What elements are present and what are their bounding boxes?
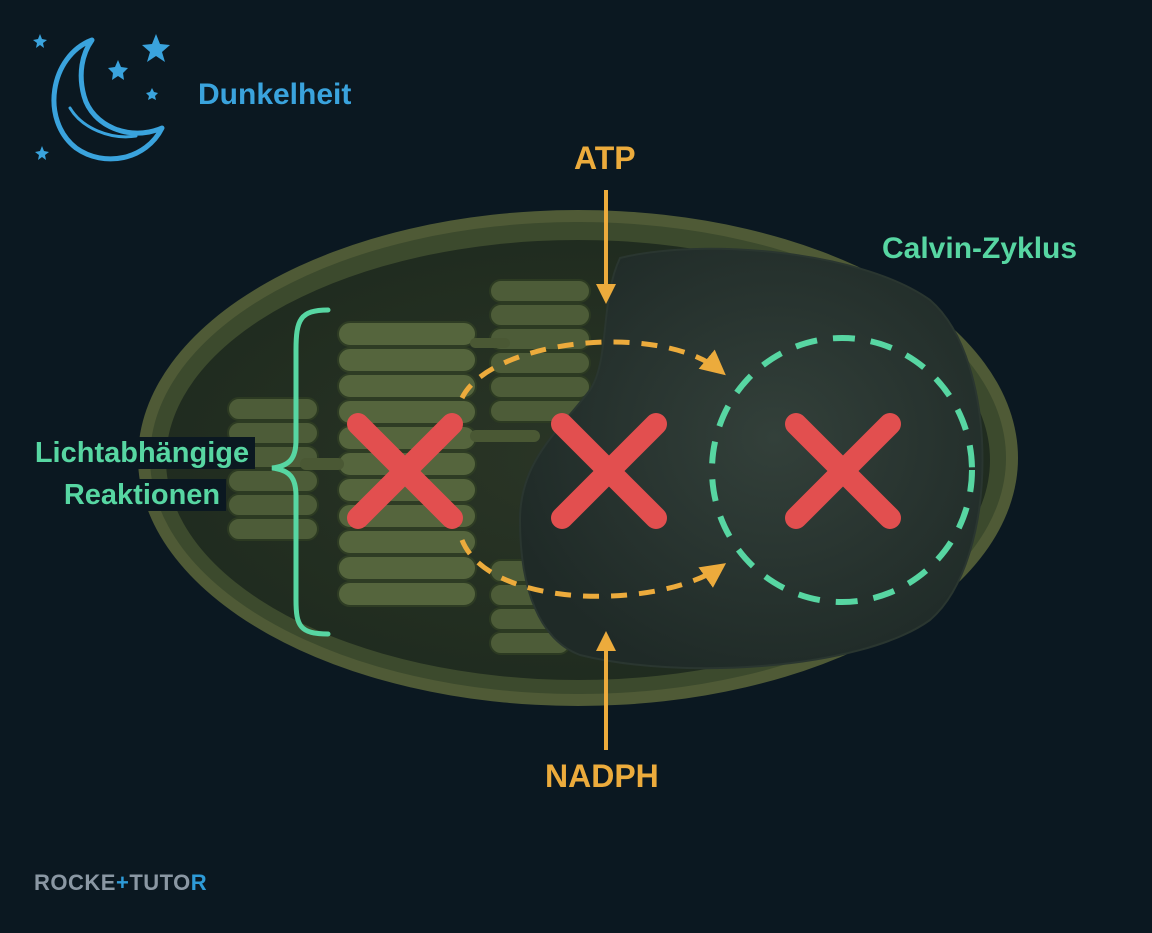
star-icon [146, 88, 158, 100]
star-icon [142, 34, 170, 62]
calvin-cycle-circle [709, 335, 975, 605]
stroma-lamellae [300, 338, 540, 470]
energy-flow-arrows [459, 339, 727, 599]
brand-logo: ROCKE+TUTOR [34, 870, 207, 896]
condition-label: Dunkelheit [198, 78, 352, 111]
blocked-x-icon-transport [551, 413, 667, 529]
light-reactions-label-line1: Lichtabhängige [28, 437, 256, 469]
blocked-x-icon-light-reactions [347, 413, 463, 529]
light-reactions-label: Lichtabhängige Reaktionen [12, 432, 272, 516]
brand-accent: + [115, 870, 130, 895]
brand-accent2: R [190, 870, 208, 895]
nadph-label: NADPH [545, 758, 659, 794]
star-icon [108, 60, 128, 80]
atp-label: ATP [574, 140, 636, 176]
energy-flow-arrow-bottom [459, 539, 727, 599]
brand-part2: TUTO [129, 870, 191, 895]
brand-part1: ROCKE [34, 870, 116, 895]
moon-icon [51, 37, 165, 162]
moon-stars-icon [33, 34, 170, 162]
calvin-cycle-label: Calvin-Zyklus [882, 232, 1078, 265]
light-reactions-label-line2: Reaktionen [57, 479, 227, 511]
blocked-x-icon-calvin-cycle [785, 413, 901, 529]
light-reactions-brace [271, 307, 331, 637]
star-icon [35, 146, 49, 160]
star-icon [33, 34, 47, 48]
